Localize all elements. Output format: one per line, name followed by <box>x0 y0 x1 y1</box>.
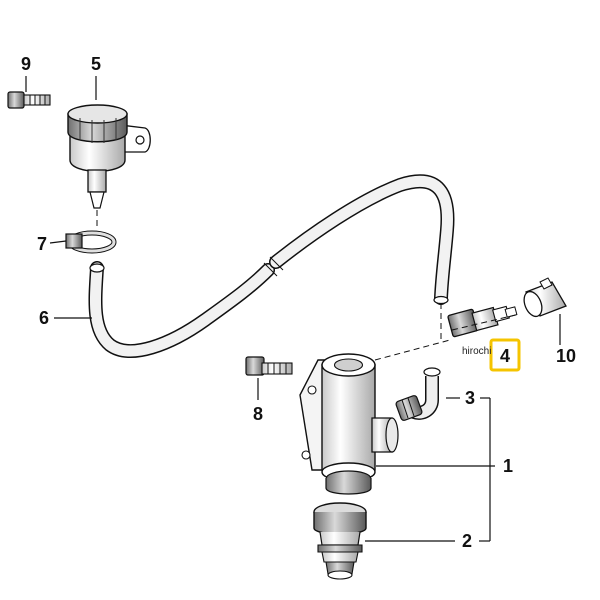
callout-4: 4 <box>500 346 510 366</box>
callout-10: 10 <box>556 346 576 366</box>
callout-1: 1 <box>503 456 513 476</box>
watermark-text: hirochi <box>462 346 491 357</box>
callout-6: 6 <box>39 308 49 328</box>
connector-10 <box>523 277 567 318</box>
pressure-switch-4 <box>447 305 518 338</box>
highlight-box <box>489 338 521 372</box>
boot-2 <box>313 502 367 580</box>
callout-8: 8 <box>253 404 263 424</box>
master-cylinder-1 <box>299 353 399 495</box>
reservoir-5 <box>67 104 151 209</box>
elbow-fitting-3 <box>395 367 441 421</box>
clamp-7 <box>65 230 117 254</box>
callout-5: 5 <box>91 54 101 74</box>
callout-2: 2 <box>462 531 472 551</box>
bolt-8 <box>245 356 293 376</box>
bolt-9 <box>7 91 51 109</box>
callout-3: 3 <box>465 388 475 408</box>
callout-9: 9 <box>21 54 31 74</box>
callout-7: 7 <box>37 234 47 254</box>
hose <box>88 174 455 358</box>
